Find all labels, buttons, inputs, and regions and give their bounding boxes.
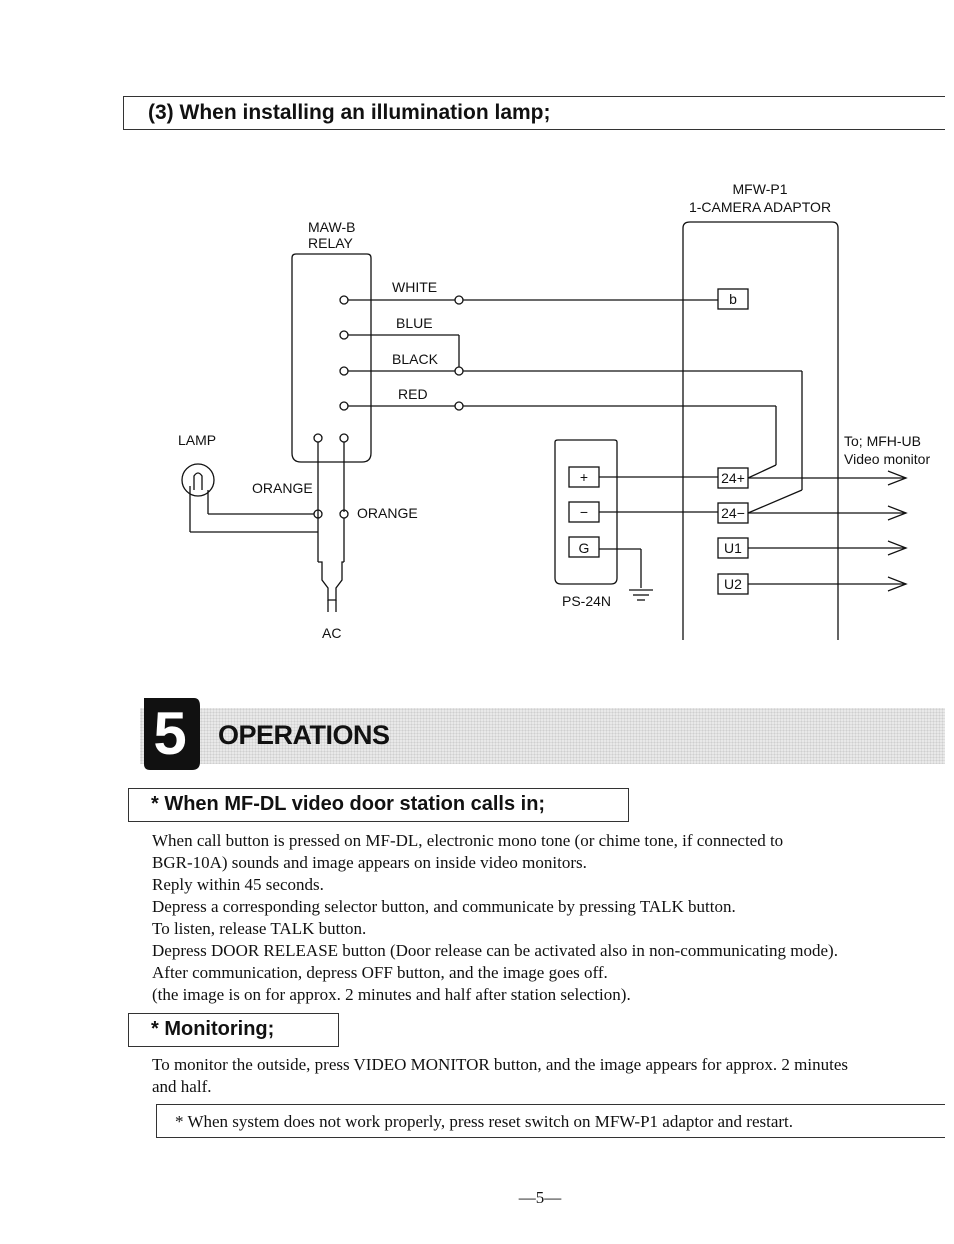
calls-in-line: BGR-10A) sounds and image appears on ins…: [152, 853, 587, 872]
psu-ground-terminal: G: [579, 540, 590, 556]
wiring-diagram: MFW-P1 1-CAMERA ADAPTOR MAW-B RELAY WHIT…: [178, 181, 930, 641]
wire-white-label: WHITE: [392, 279, 437, 295]
relay-box: [291, 253, 372, 463]
calls-in-line: (the image is on for approx. 2 minutes a…: [152, 985, 631, 1004]
ac-label: AC: [322, 625, 341, 641]
orange-wire-label-2: ORANGE: [357, 505, 418, 521]
section-3-header: (3) When installing an illumination lamp…: [123, 96, 945, 130]
adaptor-terminal-24m: 24−: [721, 505, 745, 521]
wire-red-label: RED: [398, 386, 428, 402]
relay-name-label: RELAY: [308, 235, 354, 251]
psu-box: [554, 439, 618, 585]
psu-minus-terminal: −: [580, 504, 588, 520]
section-3-heading: (3) When installing an illumination lamp…: [148, 101, 551, 124]
calls-in-line: To listen, release TALK button.: [152, 919, 367, 938]
monitoring-line: To monitor the outside, press VIDEO MONI…: [152, 1055, 849, 1074]
reset-note: * When system does not work properly, pr…: [175, 1112, 794, 1131]
psu-plus-terminal: +: [580, 469, 588, 485]
ac-plug: [318, 561, 344, 601]
adaptor-model-label: MFW-P1: [733, 181, 788, 197]
orange-wire-label-1: ORANGE: [252, 480, 313, 496]
monitor-to-label: To; MFH-UB: [844, 433, 921, 449]
lamp-bulb: [181, 463, 215, 497]
calls-in-text: When call button is pressed on MF-DL, el…: [152, 830, 942, 1006]
adaptor-name-label: 1-CAMERA ADAPTOR: [689, 199, 831, 215]
operations-banner: [140, 708, 945, 764]
section-number: 5: [153, 700, 186, 767]
adaptor-box: [682, 221, 839, 229]
calls-in-line: Depress a corresponding selector button,…: [152, 897, 736, 916]
operations-title: OPERATIONS: [218, 720, 390, 750]
calls-in-heading-box: * When MF-DL video door station calls in…: [128, 788, 629, 822]
calls-in-line: When call button is pressed on MF-DL, el…: [152, 831, 784, 850]
calls-in-line: Depress DOOR RELEASE button (Door releas…: [152, 941, 838, 960]
section-number-badge: 5: [144, 698, 200, 770]
page-number: —5—: [518, 1188, 562, 1207]
calls-in-heading: * When MF-DL video door station calls in…: [151, 793, 546, 815]
monitoring-heading-box: * Monitoring;: [128, 1013, 339, 1047]
calls-in-line: Reply within 45 seconds.: [152, 875, 324, 894]
lamp-label: LAMP: [178, 432, 216, 448]
wire-blue-label: BLUE: [396, 315, 433, 331]
adaptor-terminal-b: b: [729, 291, 737, 307]
reset-note-box: * When system does not work properly, pr…: [156, 1104, 945, 1138]
adaptor-terminal-u1: U1: [724, 540, 742, 556]
wire-black-label: BLACK: [392, 351, 439, 367]
monitor-name-label: Video monitor: [844, 451, 930, 467]
power-supply-label: PS-24N: [562, 593, 611, 609]
calls-in-line: After communication, depress OFF button,…: [152, 963, 608, 982]
adaptor-terminal-u2: U2: [724, 576, 742, 592]
monitoring-line: and half.: [152, 1077, 212, 1096]
monitoring-text: To monitor the outside, press VIDEO MONI…: [152, 1054, 942, 1098]
adaptor-terminal-24p: 24+: [721, 470, 745, 486]
monitoring-heading: * Monitoring;: [151, 1018, 275, 1040]
relay-model-label: MAW-B: [308, 219, 355, 235]
